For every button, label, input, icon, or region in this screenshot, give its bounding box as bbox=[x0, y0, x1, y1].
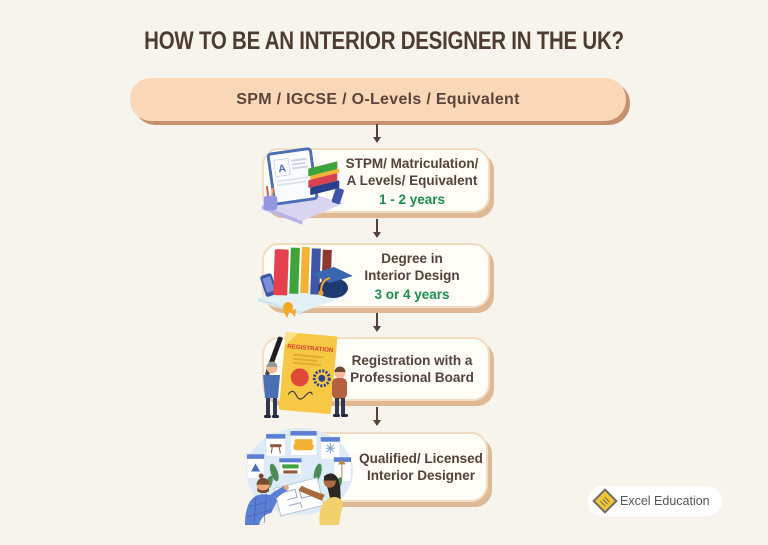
logo-text: Excel Education bbox=[620, 494, 710, 508]
step-title-line: Interior Design bbox=[364, 267, 460, 283]
step-title-line: Interior Designer bbox=[366, 468, 476, 483]
step-duration: 3 or 4 years bbox=[374, 286, 450, 302]
step-card-qualified: Qualified/ Licensed Interior Designer bbox=[262, 432, 488, 502]
page-title: HOW TO BE AN INTERIOR DESIGNER IN THE UK… bbox=[144, 27, 624, 55]
step-title-line: A Levels/ Equivalent bbox=[346, 172, 478, 188]
entry-qualification-pill: SPM / IGCSE / O-Levels / Equivalent bbox=[130, 78, 626, 121]
step-card-registration: Registration with a Professional Board bbox=[262, 337, 490, 401]
flow-arrow bbox=[373, 219, 381, 238]
step-title-line: Professional Board bbox=[350, 370, 474, 385]
flow-arrow bbox=[373, 313, 381, 332]
step-title-line: Degree in bbox=[381, 250, 443, 266]
flow-arrow bbox=[373, 407, 381, 426]
entry-qualification-label: SPM / IGCSE / O-Levels / Equivalent bbox=[236, 90, 520, 108]
step-card-stpm: STPM/ Matriculation/ A Levels/ Equivalen… bbox=[262, 148, 490, 213]
step-duration: 1 - 2 years bbox=[378, 191, 446, 207]
excel-diamond-icon bbox=[592, 488, 618, 514]
flow-arrow bbox=[373, 124, 381, 143]
step-title-line: STPM/ Matriculation/ bbox=[345, 155, 479, 171]
step-title-line: Qualified/ Licensed bbox=[359, 451, 483, 466]
excel-education-logo: Excel Education bbox=[588, 486, 722, 516]
step-card-degree: Degree in Interior Design 3 or 4 years bbox=[262, 243, 490, 308]
step-title-line: Registration with a bbox=[351, 353, 473, 368]
